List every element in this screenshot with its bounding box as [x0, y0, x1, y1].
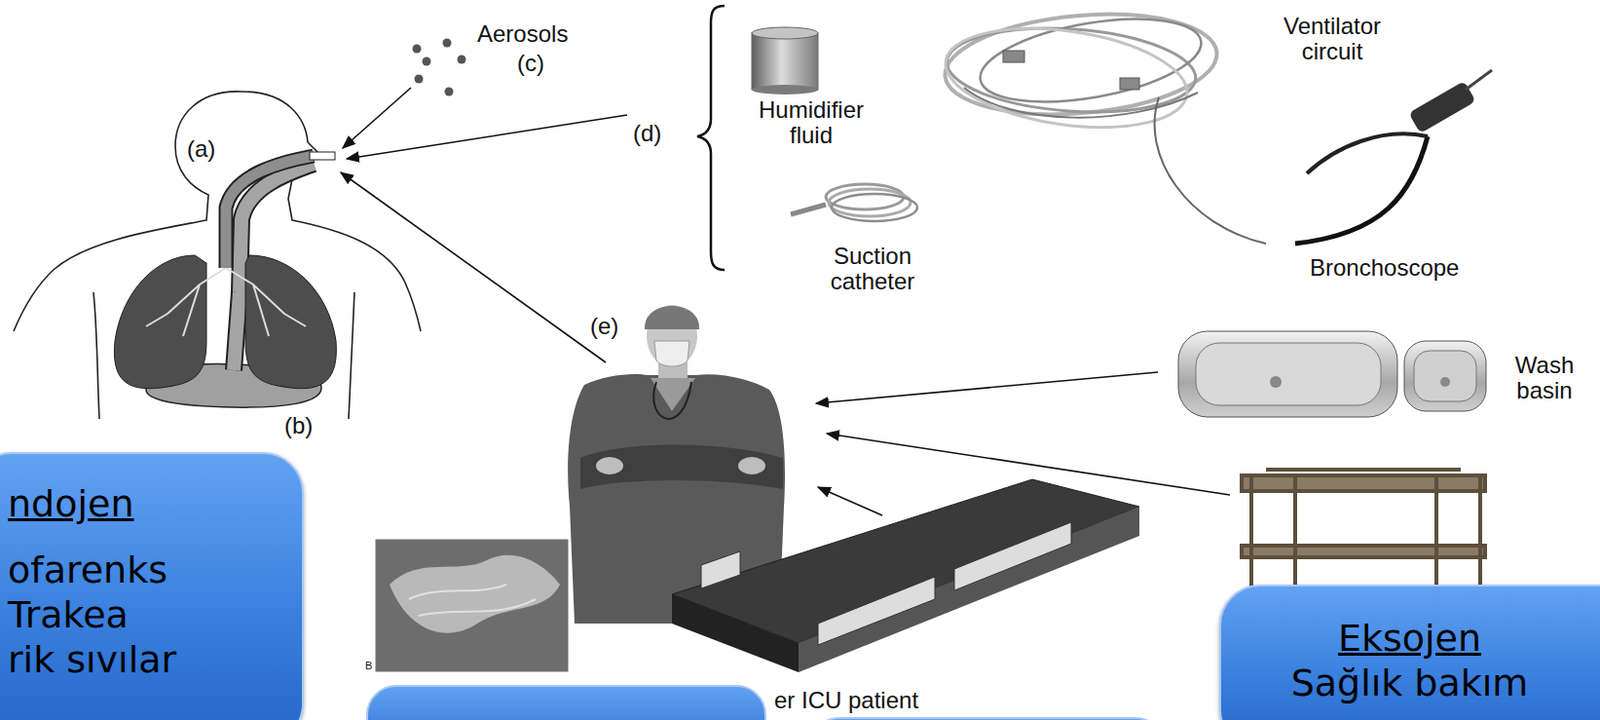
micrograph-image-part: [409, 584, 536, 616]
lungs: [113, 255, 336, 389]
endotracheal-tube: [309, 151, 335, 160]
trachea-part: [225, 155, 314, 268]
wash-basin-part: [1404, 340, 1487, 411]
clinician-figure-part: [644, 305, 700, 330]
callout-letter: (a): [186, 136, 216, 162]
equipment-label: Humidifier fluid: [747, 97, 875, 149]
box-heading: Eksojen: [1338, 615, 1482, 661]
humidifier-jar-part: [751, 33, 819, 90]
blue-panel: [367, 685, 1164, 720]
equipment-label: Wash basin: [1504, 352, 1585, 405]
wash-basin-part: [1440, 376, 1451, 387]
wash-basin-part: [1413, 350, 1477, 402]
wash-basin: [1178, 331, 1487, 417]
patient-body-outline-part: [348, 292, 355, 419]
icu-bed-part: [671, 594, 799, 672]
equipment-label: Ventilator circuit: [1268, 13, 1396, 66]
callout-letter: (c): [517, 50, 545, 76]
micrograph-image: [374, 538, 569, 672]
box-text: rik sıvılar: [7, 636, 177, 682]
image-panel-letter: B: [365, 659, 373, 671]
wash-basin-part: [1195, 342, 1381, 406]
box-text: ofarenks: [7, 547, 168, 593]
endotracheal-tube-part: [309, 151, 335, 160]
bronchoscope-part: [1295, 136, 1428, 244]
blue-panel-part: [367, 685, 766, 720]
ventilator-tubing: [939, 3, 1222, 142]
aerosol-dots-part: [414, 74, 424, 84]
arrow-part: [816, 372, 1158, 404]
equipment-label: Bronchoscope: [1309, 255, 1459, 281]
ventilator-tubing-part: [1119, 77, 1140, 90]
humidifier-jar-part: [751, 84, 819, 95]
callout-letter: (d): [632, 120, 662, 147]
supply-trolley-part: [1265, 467, 1461, 472]
patient-body-outline-part: [93, 292, 100, 419]
suction-catheter-part: [831, 193, 918, 222]
humidifier-jar-part: [751, 27, 819, 39]
arrow-part: [346, 114, 628, 159]
box-heading: ndojen: [7, 481, 134, 526]
box-text: Sağlık bakım: [1291, 660, 1529, 706]
clinician-figure-part: [738, 456, 766, 475]
box-text: Trakea: [7, 592, 129, 637]
exogenous-source-box: EksojenSağlık bakım: [1219, 584, 1600, 720]
micrograph-image-part: [389, 555, 560, 633]
icu-bed-part: [818, 576, 935, 645]
lungs-part: [245, 255, 336, 389]
ventilator-tubing-part: [964, 87, 1198, 118]
equipment-label: Suction catheter: [814, 243, 931, 296]
arrow: [340, 87, 1230, 516]
aerosol-dots-part: [445, 87, 454, 97]
blue-panel-part: [811, 717, 1164, 720]
endogenous-source-box: ndojen ofarenksTrakearik sıvılar: [0, 451, 304, 720]
ventilator-tubing-part: [1003, 50, 1025, 63]
humidifier-jar: [751, 27, 819, 95]
icu-bed-part: [798, 506, 1140, 672]
callout-letter: (e): [590, 313, 619, 339]
arrow-part: [818, 486, 883, 516]
bronchoscope: [1154, 70, 1492, 244]
supply-trolley-part: [1241, 475, 1486, 491]
patient-body-outline: [13, 91, 421, 419]
bronchoscope-part: [1154, 97, 1266, 244]
icu-bed: [671, 479, 1140, 672]
aerosol-dots-part: [412, 44, 422, 54]
ventilator-tubing-part: [973, 4, 1208, 117]
trachea: [225, 155, 314, 268]
wash-basin-part: [1178, 331, 1398, 417]
bronchoscope-part: [1465, 70, 1492, 90]
clinician-figure-part: [595, 456, 624, 475]
arrow-part: [342, 87, 411, 149]
clinician-figure-part: [653, 381, 692, 419]
aerosol-dots-part: [457, 55, 467, 65]
supply-trolley-part: [1241, 545, 1486, 558]
clinician-figure-part: [580, 445, 783, 490]
icu-bed-part: [701, 551, 741, 589]
suction-catheter-part: [790, 204, 826, 215]
callout-letter: (b): [284, 412, 313, 439]
aerosol-dots: [412, 38, 467, 97]
aerosol-dots-part: [443, 38, 452, 48]
suction-catheter: [790, 184, 918, 222]
arrow-part: [826, 433, 1230, 495]
source-label: Aerosols: [477, 21, 568, 47]
curly-brace-part: [697, 5, 725, 270]
lungs-part: [113, 255, 207, 389]
arrow-part: [340, 172, 606, 363]
aerosol-dots-part: [422, 57, 432, 67]
clinician-figure-part: [654, 340, 690, 367]
bronchoscope-part: [1306, 133, 1428, 174]
patient-body-outline-part: [13, 91, 242, 332]
wash-basin-part: [1269, 375, 1282, 388]
icu-bed-part: [954, 521, 1072, 591]
lungs-part: [146, 267, 306, 336]
curly-brace: [697, 5, 725, 270]
trachea-part: [225, 155, 314, 268]
caption-fragment: er ICU patient: [771, 687, 922, 713]
micrograph-image-part: [374, 538, 569, 672]
